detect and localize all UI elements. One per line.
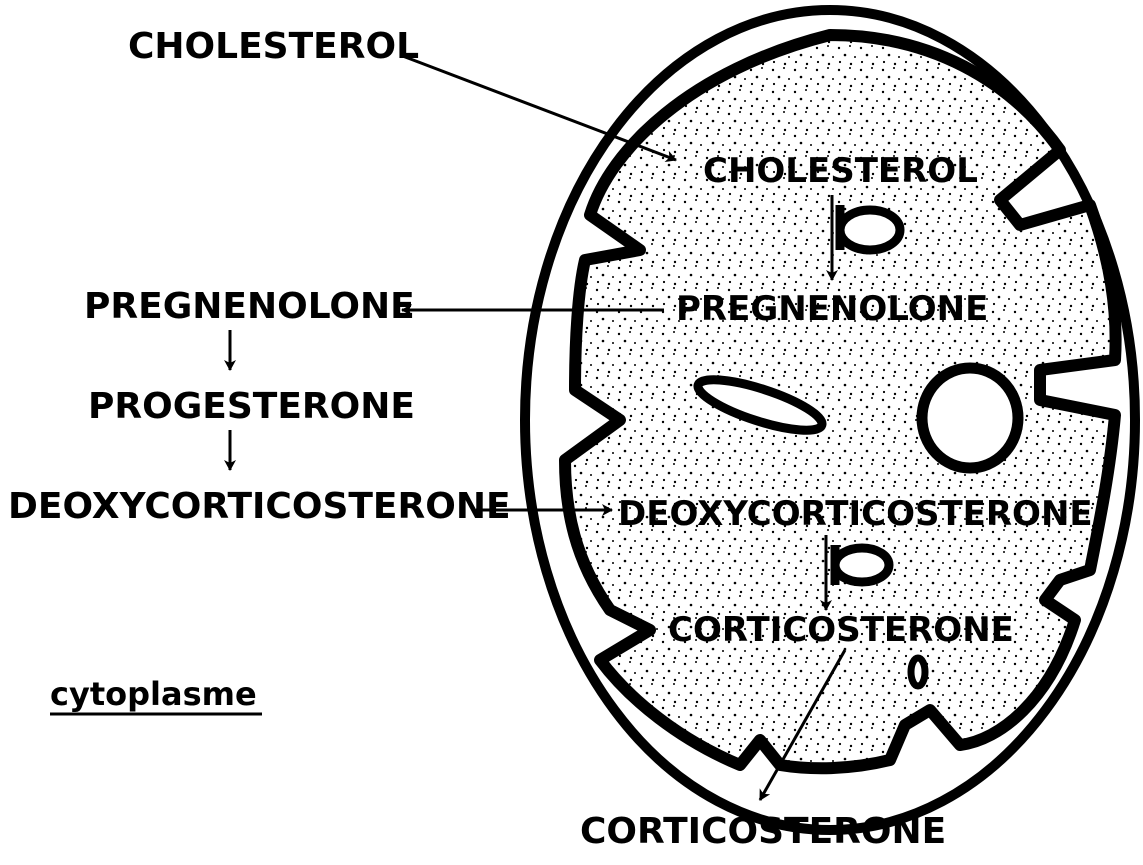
outside-progesterone-label: PROGESTERONE bbox=[88, 386, 415, 427]
outside-cholesterol-label: CHOLESTEROL bbox=[128, 26, 419, 67]
outside-deoxycorticosterone-label: DEOXYCORTICOSTERONE bbox=[8, 486, 511, 527]
crista-round bbox=[922, 368, 1018, 468]
mito-corticosterone-label: CORTICOSTERONE bbox=[668, 610, 1014, 650]
outside-corticosterone-label: CORTICOSTERONE bbox=[580, 811, 946, 852]
crista-ring-1 bbox=[840, 210, 900, 250]
granule bbox=[911, 658, 925, 686]
outside-pregnenolone-label: PREGNENOLONE bbox=[84, 286, 415, 327]
mito-deoxycorticosterone-label: DEOXYCORTICOSTERONE bbox=[618, 494, 1093, 534]
mito-cholesterol-label: CHOLESTEROL bbox=[703, 151, 978, 191]
mito-pregnenolone-label: PREGNENOLONE bbox=[676, 289, 988, 329]
cytoplasm-label: cytoplasme bbox=[50, 675, 257, 713]
crista-ring-2 bbox=[835, 548, 889, 582]
